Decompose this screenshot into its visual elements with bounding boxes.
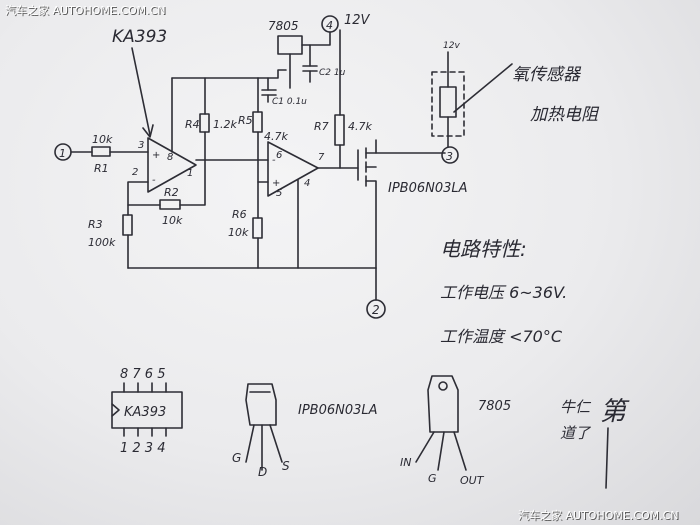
- c1-label: C1 0.1u: [272, 97, 307, 107]
- r6-name: R6: [232, 208, 247, 221]
- ic-top-legs: [123, 382, 167, 393]
- mosfet-package: [245, 383, 277, 426]
- r2-value: 10k: [162, 214, 183, 227]
- watermark-top-left-shadow: 汽车之家 AUTOHOME.COM.CN: [6, 4, 167, 18]
- resistor-r3: [122, 214, 133, 236]
- ic-label: KA393: [112, 27, 167, 47]
- ic-bottom-pins: 1 2 3 4: [120, 441, 165, 456]
- watermark-top-left: 汽车之家 AUTOHOME.COM.CN: [5, 3, 166, 17]
- notes-title: 电路特性:: [440, 237, 527, 261]
- mosfet-pin-g: G: [232, 451, 241, 465]
- resistor-r5: [252, 111, 263, 133]
- ic-package-label: KA393: [124, 405, 166, 420]
- resistor-r7: [334, 114, 345, 146]
- regulator-package: [427, 375, 459, 433]
- r4-name: R4: [185, 118, 200, 131]
- regulator-package-label: 7805: [478, 399, 511, 414]
- supply-label: 12V: [344, 13, 371, 28]
- heater-supply-label: 12v: [443, 41, 460, 51]
- wire-fb-right: [179, 159, 206, 206]
- terminal-1-label: 1: [59, 147, 66, 160]
- ic-label-arrow: [131, 47, 151, 136]
- notes-line-2: 工作温度 <70°C: [440, 327, 563, 346]
- resistor-r1: [91, 146, 111, 157]
- regulator-7805: [277, 35, 303, 55]
- r1-value: 10k: [92, 133, 113, 146]
- terminal-3-label: 3: [446, 150, 453, 163]
- r4-value: 1.2k: [213, 118, 237, 131]
- wire-fb-left: [127, 181, 161, 206]
- sensor-label: 氧传感器: [512, 65, 582, 85]
- comp1-pin3: 3: [138, 140, 144, 151]
- signature-mark: 第: [600, 397, 630, 427]
- terminal-4-label: 4: [326, 19, 333, 32]
- ic-package: [111, 391, 183, 429]
- r3-value: 100k: [88, 236, 116, 249]
- comp1-pin2: 2: [132, 167, 138, 178]
- terminal-2: [366, 299, 386, 319]
- signature-stroke: [605, 427, 609, 489]
- mosfet-package-label: IPB06N03LA: [298, 403, 378, 418]
- r1-name: R1: [94, 162, 109, 175]
- watermark-bottom-right-shadow: 汽车之家 AUTOHOME.COM.CN: [519, 509, 680, 523]
- mosfet-terminals: [365, 139, 377, 269]
- r6-value: 10k: [228, 226, 249, 239]
- resistor-r2: [159, 199, 181, 210]
- wire-7805-in: [301, 31, 331, 46]
- comp1-minus: -: [152, 175, 156, 186]
- regulator-label: 7805: [268, 19, 299, 33]
- r3-name: R3: [88, 218, 103, 231]
- signature-line-1: 牛仁: [560, 398, 592, 416]
- heater-label: 加热电阻: [530, 105, 600, 125]
- c2-label: C2 1u: [319, 68, 346, 78]
- regulator-hole: [438, 381, 448, 391]
- comp2-pin5: 5: [276, 188, 282, 199]
- comp1-plus: +: [152, 150, 160, 161]
- comparator-2: [267, 141, 319, 197]
- signature-line-2: 道了: [560, 424, 592, 442]
- notes-line-1: 工作电压 6~36V.: [440, 283, 567, 302]
- resistor-r4: [199, 113, 210, 133]
- r7-value: 4.7k: [348, 120, 372, 133]
- mosfet-pin-d: D: [258, 465, 267, 479]
- comp2-pin7: 7: [318, 152, 325, 163]
- wire-7805-out: [257, 69, 287, 79]
- comp2-minus: -: [272, 155, 276, 166]
- capacitor-c1: [261, 89, 277, 96]
- terminal-4: [321, 15, 339, 33]
- comp1-pin8: 8: [167, 152, 173, 163]
- ic-bottom-legs: [123, 427, 167, 437]
- r2-name: R2: [164, 186, 179, 199]
- r7-name: R7: [314, 120, 329, 133]
- mosfet-label: IPB06N03LA: [388, 181, 468, 196]
- regulator-pin-in: IN: [400, 456, 411, 469]
- r5-value: 4.7k: [264, 130, 288, 143]
- comp2-pin4: 4: [304, 178, 310, 189]
- comp2-pin6: 6: [276, 150, 282, 161]
- ic-label-arrowhead: [142, 124, 154, 138]
- comp1-pin1: 1: [187, 168, 193, 179]
- comp2-plus: +: [272, 178, 280, 189]
- ic-notch: [111, 403, 120, 417]
- terminal-2-label: 2: [372, 303, 380, 317]
- r5-name: R5: [238, 114, 253, 127]
- regulator-legs: [415, 431, 467, 471]
- mosfet-legs: [245, 424, 283, 471]
- mosfet-pin-s: S: [282, 459, 290, 473]
- sensor-arrow: [453, 63, 513, 113]
- watermark-bottom-right: 汽车之家 AUTOHOME.COM.CN: [518, 508, 679, 522]
- terminal-3: [441, 146, 459, 164]
- ic-top-pins: 8 7 6 5: [120, 367, 165, 382]
- regulator-pin-g: G: [428, 472, 437, 485]
- resistor-r6: [252, 217, 263, 239]
- regulator-pin-out: OUT: [460, 474, 485, 487]
